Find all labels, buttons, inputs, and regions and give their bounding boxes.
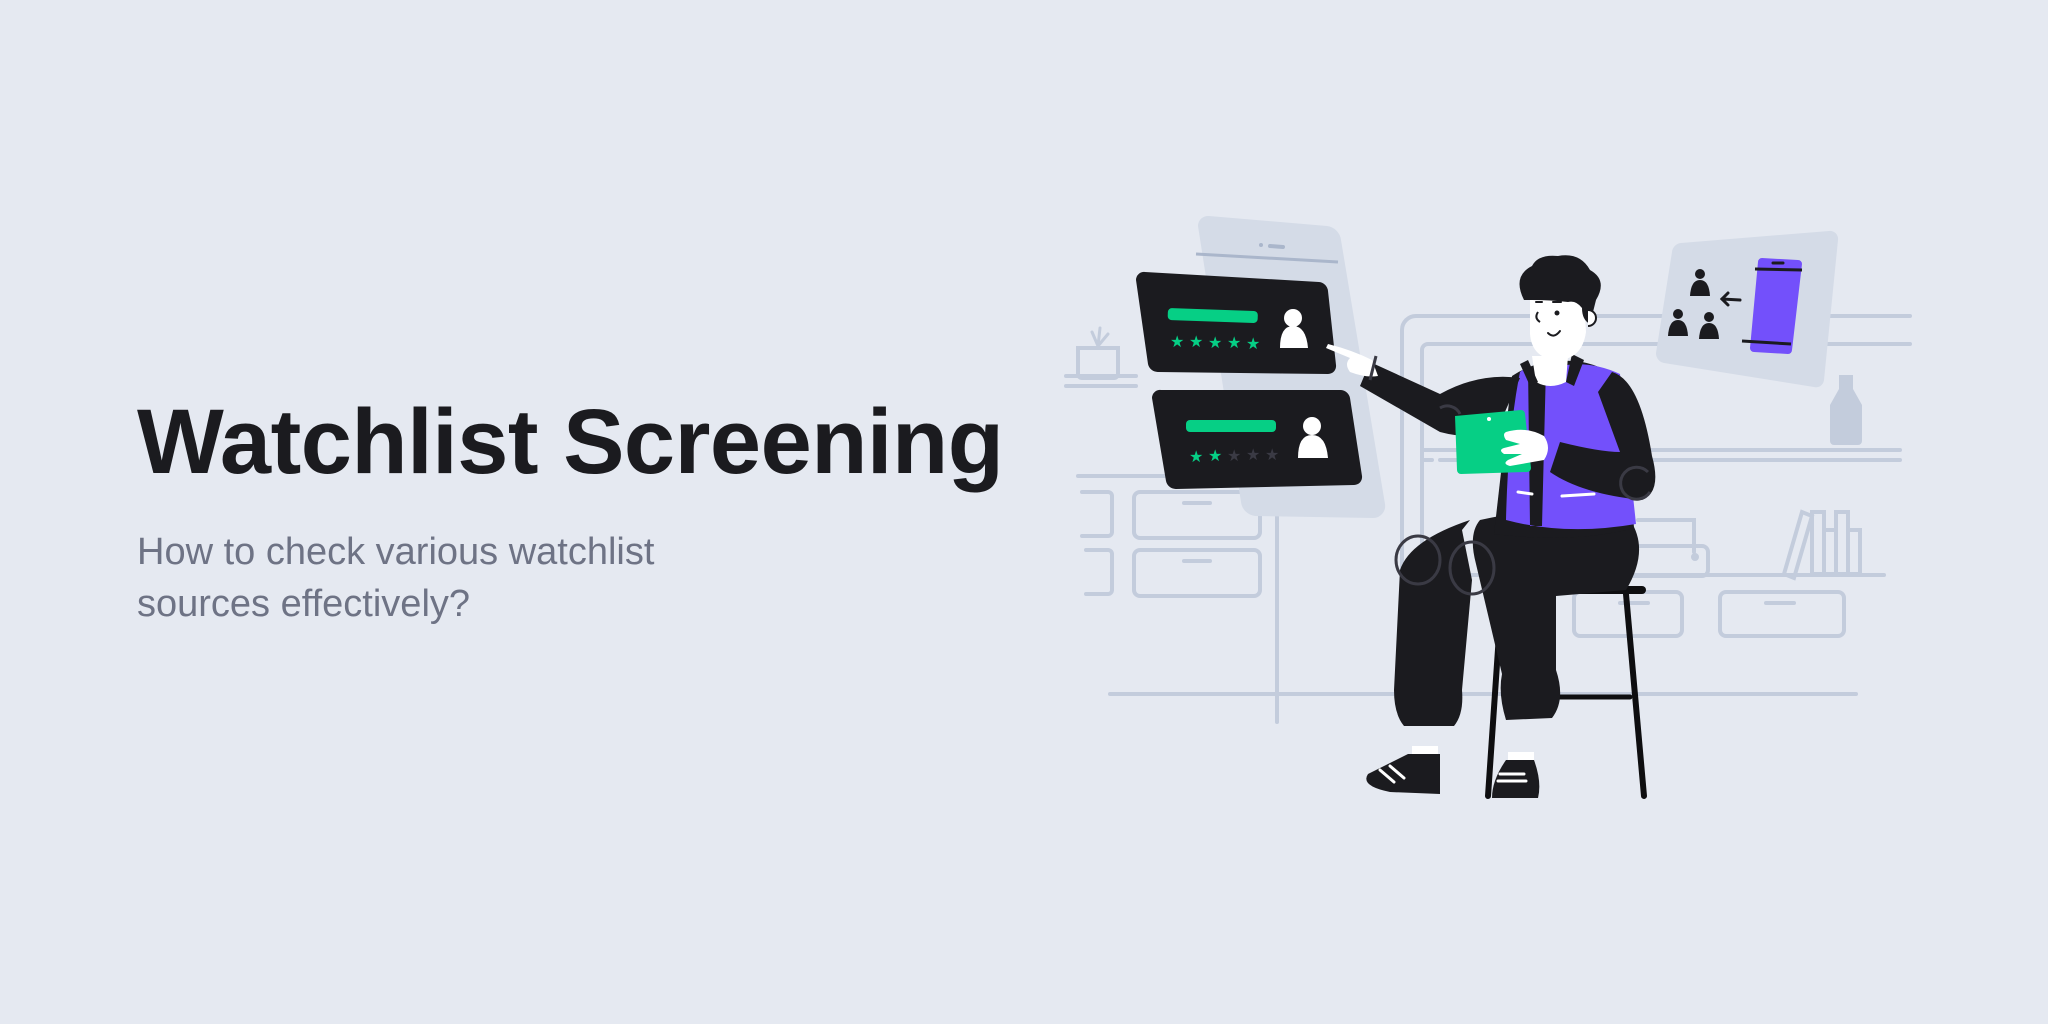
profile-card-low-rating: ★ ★ ★ ★ ★	[1151, 389, 1363, 490]
page-title: Watchlist Screening	[137, 391, 1004, 493]
page-subtitle: How to check various watchlist sources e…	[137, 531, 655, 626]
svg-text:★: ★	[1208, 333, 1222, 352]
background-furniture	[1064, 314, 1912, 724]
vase-icon	[1830, 375, 1862, 445]
profile-card-high-rating: ★ ★ ★ ★ ★	[1135, 271, 1337, 375]
svg-text:★: ★	[1189, 447, 1203, 466]
svg-text:★: ★	[1246, 445, 1260, 464]
person-figure	[1326, 255, 1656, 798]
data-source-panel	[1655, 230, 1839, 388]
hero-illustration: ★ ★ ★ ★ ★ ★ ★ ★ ★ ★	[1050, 210, 1970, 810]
user-icon	[1298, 417, 1328, 458]
svg-text:★: ★	[1227, 333, 1241, 352]
smartphone-icon	[1741, 258, 1803, 354]
svg-text:★: ★	[1208, 446, 1222, 465]
user-icon	[1280, 309, 1308, 348]
svg-text:★: ★	[1170, 332, 1184, 351]
hero-text: Watchlist Screening How to check various…	[137, 396, 1037, 631]
arrow-left-icon	[1719, 291, 1742, 307]
svg-text:★: ★	[1227, 446, 1241, 465]
svg-text:★: ★	[1189, 332, 1203, 351]
star-rating-5: ★ ★ ★ ★ ★	[1170, 332, 1260, 353]
star-rating-2: ★ ★ ★ ★ ★	[1189, 445, 1279, 466]
people-group-icon	[1668, 269, 1719, 339]
svg-text:★: ★	[1246, 334, 1260, 353]
svg-text:★: ★	[1265, 445, 1279, 464]
